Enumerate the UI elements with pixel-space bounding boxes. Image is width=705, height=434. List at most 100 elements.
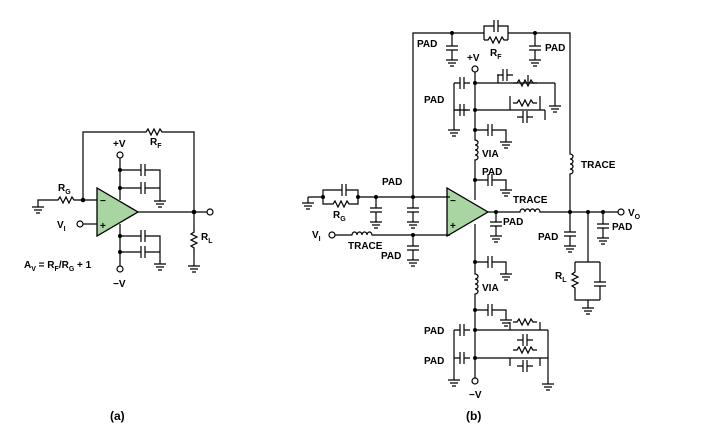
b-rg-dot-1 (321, 195, 325, 199)
a-vneg-rail (119, 224, 161, 266)
b-vi-label: VI (312, 230, 321, 243)
diagram-a: RF RG VI − + RL +V −V AV = RF/RG + 1 (a) (24, 128, 214, 423)
b-vneg-label: −V (469, 390, 482, 401)
b-vneg-gnd-3 (541, 379, 555, 391)
b-vpos-dot-4 (473, 178, 477, 182)
b-pad-label-8: PAD (424, 95, 444, 106)
b-vneg-caps-upper (475, 261, 507, 270)
b-vi-terminal (328, 231, 336, 239)
diagram-b: RF PAD PAD TRACE RG PAD VI TRACE PAD − +… (301, 19, 641, 423)
b-rg-ground (301, 198, 315, 210)
b-opamp-minus: − (450, 196, 456, 207)
a-rl-resistor (190, 227, 198, 253)
b-vneg-dot-3 (473, 328, 477, 332)
b-caption: (b) (466, 409, 481, 423)
b-vpos-dot-2 (473, 108, 477, 112)
b-pad-label-2: PAD (545, 43, 565, 54)
b-rf-cap (487, 19, 505, 33)
b-rf-pad-gnd-left (445, 55, 459, 67)
b-rf-pad-cap-left (445, 39, 459, 57)
b-rg-resistor (328, 200, 354, 208)
b-vneg-network (475, 322, 549, 380)
b-vneg-terminal (471, 377, 479, 385)
a-vpos-ground (153, 196, 167, 208)
b-rf-pad-gnd-right (528, 55, 542, 67)
a-rf-resistor (141, 128, 167, 136)
b-rf-resistor (483, 36, 509, 44)
b-rf-dot-right (533, 31, 537, 35)
b-out-dot (494, 210, 498, 214)
b-vo-terminal (617, 208, 625, 216)
a-junction (80, 197, 86, 203)
a-feedback-wire (82, 131, 195, 212)
b-rg-label: RG (333, 210, 346, 223)
b-vneg-dot-2 (473, 308, 477, 312)
a-vneg-ground (153, 259, 167, 271)
b-opamp (446, 186, 490, 238)
b-vi-dot (411, 233, 415, 237)
a-opamp-plus: + (100, 221, 106, 232)
b-rl-cap (593, 275, 607, 293)
b-pad-label-4: PAD (381, 251, 401, 262)
b-vneg-cap-1 (481, 255, 499, 269)
b-vneg-cap-3 (516, 333, 534, 347)
b-rf-label: RF (490, 48, 502, 61)
a-rf-label: RF (150, 137, 162, 150)
b-rf-pad-cap-right (528, 39, 542, 57)
b-via-label-1: VIA (482, 149, 499, 160)
b-rl-label: RL (555, 271, 567, 284)
b-vpos-res-2 (512, 99, 538, 107)
a-opamp (96, 186, 140, 238)
b-feedback-trace-inductor (569, 149, 574, 179)
b-vpos-gnd-3 (499, 185, 513, 197)
b-pad-label-9: PAD (482, 167, 502, 178)
b-vneg-pad-cap-2 (453, 351, 471, 365)
a-vpos-dot-2 (118, 186, 122, 190)
b-vpos-cap-1 (496, 68, 514, 82)
b-vi-pad-cap (406, 239, 420, 257)
b-vo-pad-cap-1 (563, 225, 577, 243)
b-trace-label-1: TRACE (581, 160, 616, 171)
b-rf-dot-left (450, 31, 454, 35)
b-vpos-via (474, 135, 479, 165)
b-rf-pad-wires (451, 33, 536, 40)
b-output-trace-inductor (513, 208, 547, 213)
b-inv-dot-1 (374, 195, 378, 199)
b-vneg-dot-4 (473, 356, 477, 360)
b-out-pad-cap (489, 215, 503, 233)
b-vneg-cap-2 (481, 303, 499, 317)
b-vpos-terminal (471, 65, 479, 73)
b-rg-dot-2 (356, 195, 360, 199)
a-vpos-cap-1 (134, 163, 152, 177)
b-vneg-gnd-1 (499, 269, 513, 281)
a-vpos-cap-2 (134, 181, 152, 195)
a-vi-terminal (76, 220, 84, 228)
b-trace-label-3: TRACE (513, 195, 548, 206)
b-inv-dot-2 (411, 195, 415, 199)
b-vi-trace-inductor (345, 231, 379, 236)
b-vneg-cap-4 (516, 359, 534, 373)
b-via-label-2: VIA (482, 283, 499, 294)
b-vi-pad-gnd (406, 255, 420, 267)
b-vpos-network (475, 75, 556, 120)
a-rg-ground (31, 202, 45, 214)
b-inv-pad-cap-1 (369, 201, 383, 219)
b-vpos-pad-cap-1 (453, 76, 471, 90)
b-rg-wire (308, 189, 450, 205)
b-opamp-plus: + (450, 221, 456, 232)
a-vneg-dot-2 (118, 250, 122, 254)
b-inv-pad-gnd-1 (369, 217, 383, 229)
b-vpos-cap-2 (516, 110, 534, 124)
b-vo-pad-cap-2 (596, 217, 610, 235)
a-gain-equation: AV = RF/RG + 1 (24, 260, 92, 273)
b-vneg-caps-mid (475, 309, 507, 316)
b-vneg-res-1 (512, 318, 538, 326)
b-vpos-low-caps-2 (475, 179, 507, 186)
a-vneg-cap-2 (134, 245, 152, 259)
a-vpos-dot-1 (118, 168, 122, 172)
a-vneg-cap-1 (134, 229, 152, 243)
a-rg-resistor (53, 196, 79, 204)
b-pad-label-6: PAD (538, 232, 558, 243)
b-feedback-wire (412, 32, 571, 212)
